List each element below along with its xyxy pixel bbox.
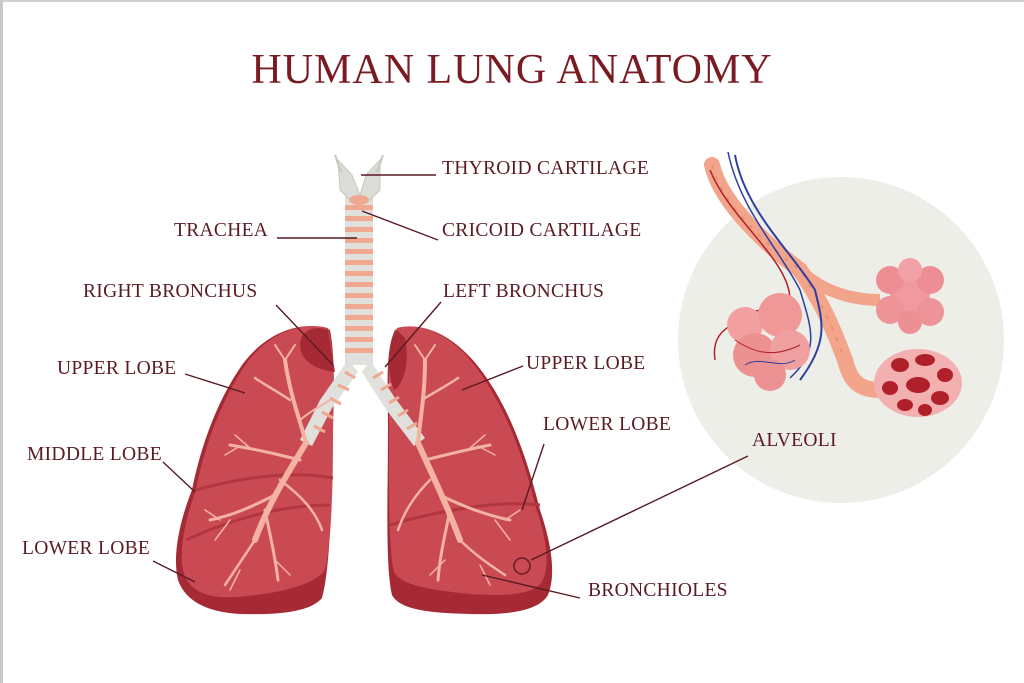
trachea [300, 154, 425, 446]
leader-alveoli [530, 455, 749, 561]
leader-left-upper-lobe [461, 365, 524, 391]
image-border-left [0, 0, 3, 683]
bronchial-tree-right [204, 344, 331, 591]
label-trachea: TRACHEA [174, 220, 269, 241]
label-right-bronchus: RIGHT BRONCHUS [83, 281, 258, 302]
label-left-upper-lobe: UPPER LOBE [526, 353, 646, 374]
label-cricoid-cartilage: CRICOID CARTILAGE [442, 220, 642, 241]
label-bronchioles: BRONCHIOLES [588, 580, 728, 601]
label-right-middle-lobe: MIDDLE LOBE [27, 444, 162, 465]
label-thyroid-cartilage: THYROID CARTILAGE [442, 158, 650, 179]
label-alveoli: ALVEOLI [752, 430, 837, 451]
leader-right-upper-lobe [184, 373, 246, 394]
leader-bronchioles [481, 574, 581, 599]
leader-right-bronchus [275, 304, 334, 366]
label-right-lower-lobe: LOWER LOBE [22, 538, 151, 559]
image-border-top [0, 0, 1024, 2]
leader-right-lower-lobe [152, 560, 196, 583]
alveoli-illustration [704, 151, 962, 417]
alveoli-magnify-marker [513, 557, 531, 575]
leader-left-lower-lobe [521, 443, 545, 511]
diagram-title: HUMAN LUNG ANATOMY [251, 47, 773, 93]
leader-lines [152, 174, 749, 599]
leader-cricoid-cartilage [361, 210, 439, 241]
label-right-upper-lobe: UPPER LOBE [57, 358, 177, 379]
leader-left-bronchus [384, 301, 442, 368]
label-left-lower-lobe: LOWER LOBE [543, 414, 672, 435]
right-lung [175, 326, 335, 615]
label-left-bronchus: LEFT BRONCHUS [443, 281, 605, 302]
leader-right-middle-lobe [162, 461, 196, 493]
